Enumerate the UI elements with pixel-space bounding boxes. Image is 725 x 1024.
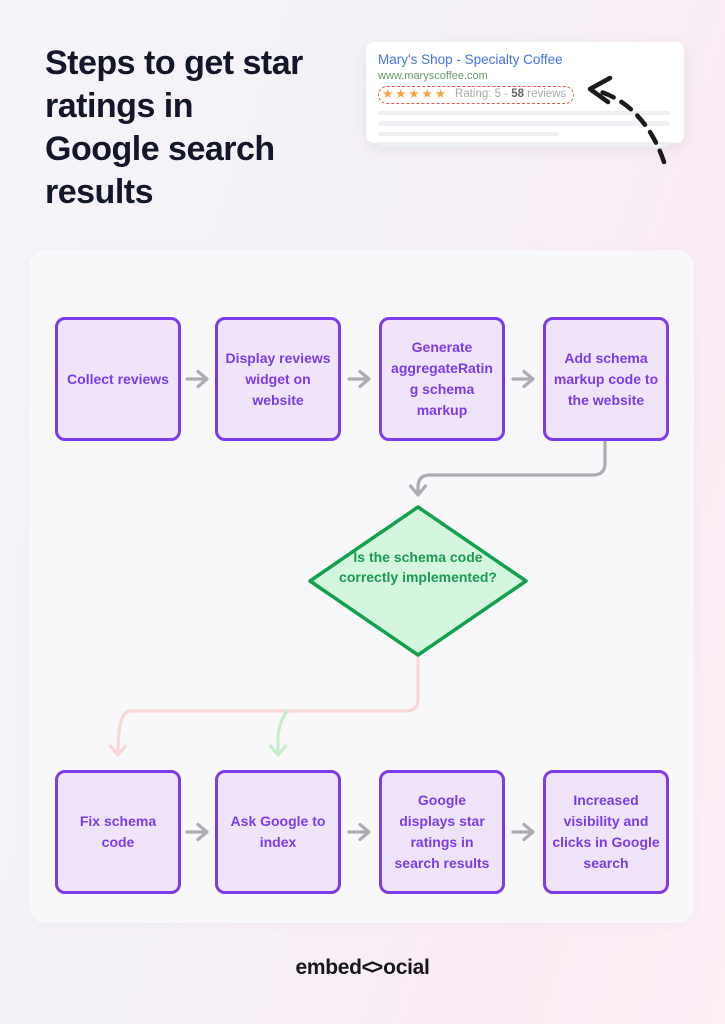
flow-box-increased-visibility: Increased visibility and clicks in Googl… [543,770,669,894]
flow-box-fix-schema: Fix schema code [55,770,181,894]
flowchart-card: Collect reviews Display reviews widget o… [29,250,694,923]
skeleton-line [378,110,670,115]
flow-box-generate-schema: Generate aggregateRating schema markup [379,317,505,441]
rating-count: 58 [511,88,525,101]
search-result-card: Mary's Shop - Specialty Coffee www.marys… [366,42,684,147]
search-result-url: www.maryscoffee.com [378,70,488,82]
flow-box-display-widget: Display reviews widget on website [215,317,341,441]
hand-drawn-arrow-icon [587,75,667,165]
search-snippet-skeleton [378,110,670,147]
skeleton-line [378,121,670,126]
skeleton-line [378,131,560,136]
skeleton-line [378,142,670,147]
connector-yes-green [268,709,289,757]
logo-text-prefix: embed [295,956,362,979]
decision-label: Is the schema code correctly implemented… [339,549,497,586]
flow-box-add-schema: Add schema markup code to the website [543,317,669,441]
rating-suffix: reviews [524,88,567,101]
star-rating-icon: ★★★★★ [382,87,449,101]
connector-no-pink [108,653,420,757]
logo-brackets-icon: <> [361,956,383,979]
embedsocial-logo: embed<>ocial [0,956,725,980]
search-result-link: Mary's Shop - Specialty Coffee [378,52,563,67]
logo-text-suffix: ocial [383,956,430,979]
rating-prefix: Rating: 5 - [455,88,512,101]
rating-badge: ★★★★★ Rating: 5 - 58 reviews [378,86,575,104]
flow-box-google-displays: Google displays star ratings in search r… [379,770,505,894]
rating-text: Rating: 5 - 58 reviews [455,88,566,100]
flow-box-ask-google: Ask Google to index [215,770,341,894]
page-title: Steps to get star ratings in Google sear… [45,44,303,211]
flow-box-collect-reviews: Collect reviews [55,317,181,441]
